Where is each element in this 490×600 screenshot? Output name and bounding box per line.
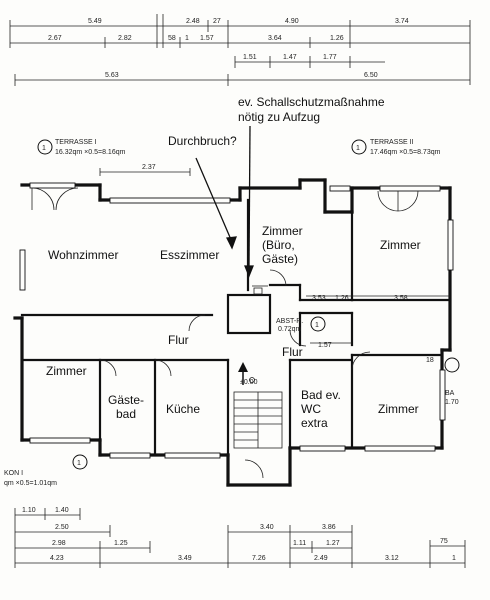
dim-bottom-4e: 3.12: [385, 555, 399, 562]
dim-top-1d: 4.90: [285, 18, 299, 25]
dim-bottom-4b: 3.49: [178, 555, 192, 562]
dim-358: 3.58: [394, 295, 408, 302]
terrace-markers: [37, 139, 367, 155]
dim-top-1a: 5.49: [88, 18, 102, 25]
abst-label: ABST-R.: [276, 318, 303, 325]
dim-top-4a: 5.63: [105, 72, 119, 79]
dim-bottom-3b: 1.25: [114, 540, 128, 547]
door-swings: [31, 187, 419, 479]
top-dimension-labels: 5.49 2.48 27 4.90 3.74 2.67 2.82 58 1 1.…: [48, 18, 409, 79]
terrace-ii-marker-number: 1: [356, 145, 360, 152]
dim-157-flur: 1.57: [318, 342, 332, 349]
dim-top-2b: 2.82: [118, 35, 132, 42]
room-label-esszimmer: Esszimmer: [160, 248, 220, 262]
room-label-zimmer-se: Zimmer: [378, 402, 419, 416]
balcony-marker-number: 1: [77, 460, 81, 467]
level-value: ±0.00: [240, 379, 258, 386]
terrace-ii-label: TERRASSE II: [370, 139, 414, 146]
dim-top-1e: 3.74: [395, 18, 409, 25]
bottom-dimension-chains: [14, 508, 466, 568]
terrace-i-area: 16.32qm ×0.5=8.16qm: [55, 149, 126, 156]
annotation-schallschutz-line2: nötig zu Aufzug: [238, 110, 321, 124]
dim-top-2a: 2.67: [48, 35, 62, 42]
room-label-flur: Flur: [168, 333, 189, 347]
dim-top-2g: 1.26: [330, 35, 344, 42]
room-label-zimmer-buero: Zimmer (Büro, Gäste): [262, 224, 303, 266]
balcony-right-area: 1.70: [445, 399, 459, 406]
dim-18: 18: [426, 357, 434, 364]
dim-bottom-4d: 2.49: [314, 555, 328, 562]
room-label-zimmer-ne: Zimmer: [380, 238, 421, 252]
dim-top-1c: 27: [213, 18, 221, 25]
dim-top-3b: 1.47: [283, 54, 297, 61]
room-label-kueche: Küche: [166, 402, 201, 416]
dim-top-2e: 1.57: [200, 35, 214, 42]
annotation-schallschutz-line1: ev. Schallschutzmaßnahme: [238, 95, 385, 109]
terrace-i-marker-number: 1: [42, 145, 46, 152]
terrace-ii-area: 17.46qm ×0.5=8.73qm: [370, 149, 441, 156]
annotation-durchbruch: Durchbruch?: [168, 134, 237, 148]
abst-marker: [310, 316, 326, 332]
top-dimension-chains: [9, 14, 471, 86]
dim-top-2d: 1: [185, 35, 189, 42]
terrace-ii-marker: [351, 139, 367, 155]
dim-bottom-3c: 1.11: [293, 540, 306, 547]
balcony-label: KON I: [4, 470, 23, 477]
dim-top-2f: 3.64: [268, 35, 282, 42]
dim-top-3c: 1.77: [323, 54, 337, 61]
dim-bottom-4a: 4.23: [50, 555, 64, 562]
dim-bottom-5b: 1: [452, 555, 456, 562]
room-label-gaestebad: Gäste-bad: [107, 393, 144, 421]
bottom-dimension-labels: 1.10 1.40 2.50 3.40 3.86 2.98 1.25 1.11 …: [22, 507, 456, 562]
dim-bottom-5a: 75: [440, 538, 448, 545]
dim-top-1b: 2.48: [186, 18, 200, 25]
elevator-shaft: [252, 285, 268, 295]
annotation-arrows: [195, 125, 254, 278]
dim-bottom-3a: 2.98: [52, 540, 66, 547]
room-label-zimmer-w: Zimmer: [46, 364, 87, 378]
dim-126-core: 1.26: [335, 295, 349, 302]
balcony-right-label: BA: [445, 390, 455, 397]
balcony-area: qm ×0.5=1.01qm: [4, 480, 57, 487]
balcony-right-marker: [444, 357, 460, 373]
abst-area: 0.72qm: [278, 326, 302, 333]
level-marker-icon: [238, 362, 255, 385]
dim-top-2c: 58: [168, 35, 176, 42]
windows: [19, 182, 454, 459]
terrace-i-marker: [37, 139, 53, 155]
room-label-wohnzimmer: Wohnzimmer: [48, 248, 119, 262]
dim-bottom-2b: 3.40: [260, 524, 274, 531]
balcony-marker: [72, 454, 88, 470]
dim-bottom-2c: 3.86: [322, 524, 336, 531]
room-label-bad: Bad ev. WC extra: [301, 388, 341, 430]
room-label-flur-small: Flur: [282, 345, 303, 359]
terrace-i-label: TERRASSE I: [55, 139, 97, 146]
dim-bottom-3d: 1.27: [326, 540, 340, 547]
dim-237: 2.37: [142, 164, 156, 171]
abst-marker-number: 1: [315, 322, 319, 329]
dim-bottom-1a: 1.10: [22, 507, 36, 514]
dim-bottom-1b: 1.40: [55, 507, 69, 514]
dim-top-3a: 1.51: [243, 54, 257, 61]
dim-bottom-2a: 2.50: [55, 524, 69, 531]
dim-top-4b: 6.50: [364, 72, 378, 79]
staircase: [233, 391, 283, 449]
dim-353: 3.53: [312, 295, 326, 302]
dim-bottom-4c: 7.26: [252, 555, 266, 562]
